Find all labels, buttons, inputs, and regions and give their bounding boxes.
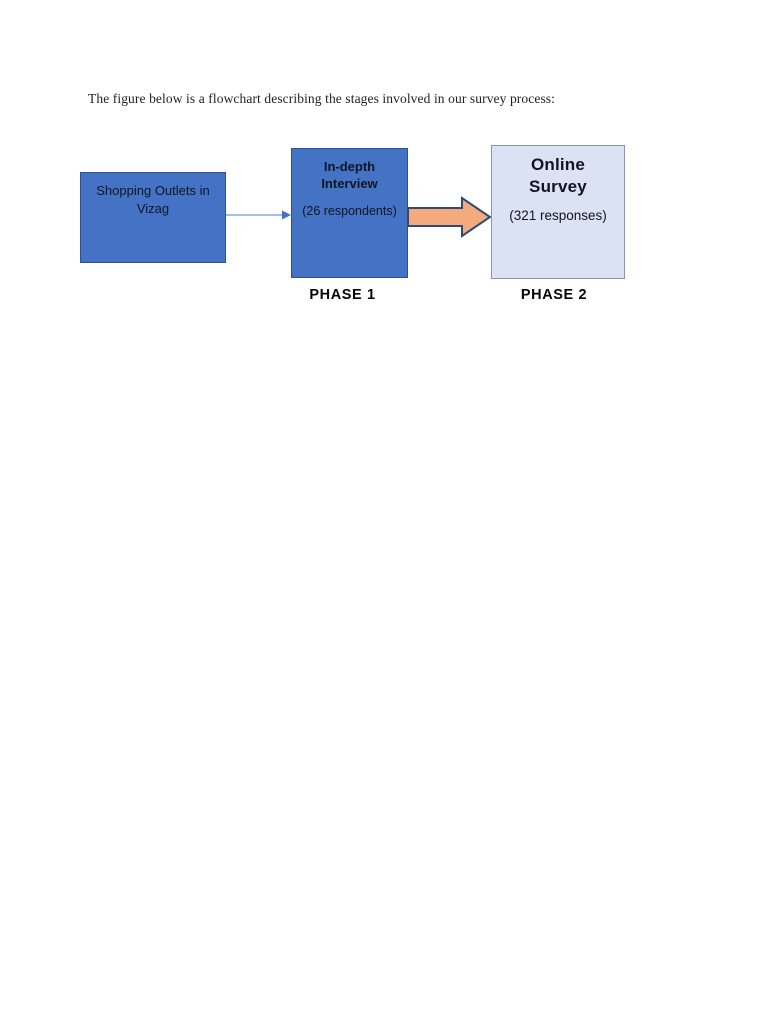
box-label: Shopping Outlets in Vizag <box>96 183 210 216</box>
box-subtitle: (321 responses) <box>509 208 607 224</box>
block-arrow-icon <box>407 196 492 238</box>
flowchart-box-indepth-interview: In-depth Interview (26 respondents) <box>291 148 408 278</box>
connector-arrow-icon <box>226 210 291 220</box>
phase2-label: PHASE 2 <box>520 287 588 303</box>
flowchart-box-online-survey: Online Survey (321 responses) <box>491 145 625 279</box>
phase1-label: PHASE 1 <box>309 287 376 303</box>
intro-text: The figure below is a flowchart describi… <box>88 91 555 106</box>
connector-arrowhead <box>282 210 291 220</box>
box-subtitle: (26 respondents) <box>302 203 397 218</box>
box-title: Online Survey <box>529 155 587 197</box>
flowchart-box-shopping-outlets: Shopping Outlets in Vizag <box>80 172 226 263</box>
block-arrow-shape <box>407 196 492 238</box>
box-title: In-depth Interview <box>321 159 378 191</box>
